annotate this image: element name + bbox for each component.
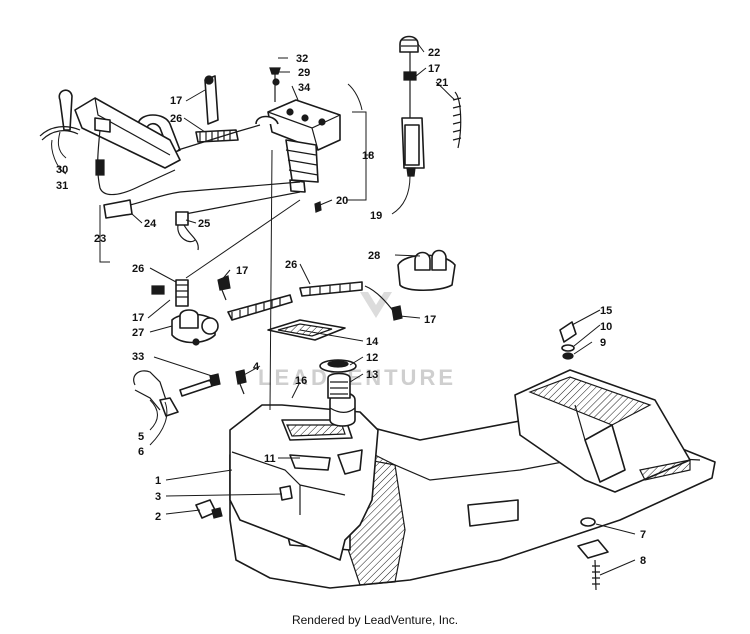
callout-17-right: 17 [424,314,436,326]
callout-17-left: 17 [132,312,144,324]
callout-32: 32 [296,53,308,65]
callout-11: 11 [264,453,276,465]
callout-29: 29 [298,67,310,79]
callout-2: 2 [155,511,161,523]
callout-7: 7 [640,529,646,541]
fuel-filter-group [399,35,462,177]
callout-5: 5 [138,431,144,443]
callout-9: 9 [600,337,606,349]
callout-17-top-right: 17 [428,63,440,75]
callout-10: 10 [600,321,612,333]
callout-3: 3 [155,491,161,503]
fuel-lines-lower [151,249,456,346]
fuel-tank [229,391,379,561]
callout-31: 31 [56,180,68,192]
callout-33: 33 [132,351,144,363]
callout-labels: 1 2 3 4 5 6 7 8 9 10 11 12 13 14 15 16 1… [56,47,646,567]
callout-17-mid: 17 [236,265,248,277]
callout-18: 18 [362,150,374,162]
callout-30: 30 [56,164,68,176]
callout-8: 8 [640,555,646,567]
callout-21: 21 [436,77,448,89]
callout-26-left: 26 [132,263,144,275]
callout-6: 6 [138,446,144,458]
callout-16: 16 [295,375,307,387]
fuel-lines-upper [39,75,301,251]
callout-23: 23 [94,233,106,245]
callout-19: 19 [370,210,382,222]
callout-15: 15 [600,305,612,317]
callout-1: 1 [155,475,161,487]
callout-25: 25 [198,218,210,230]
footer-credit: Rendered by LeadVenture, Inc. [292,613,458,627]
callout-28: 28 [368,250,380,262]
callout-34: 34 [298,82,311,94]
callout-14: 14 [366,336,379,348]
callout-26-top: 26 [170,113,182,125]
callout-26-mid: 26 [285,259,297,271]
small-hardware [133,67,609,591]
callout-24: 24 [144,218,157,230]
watermark: LEADVENTURE [258,292,456,390]
callout-17-top-left: 17 [170,95,182,107]
leader-lines [51,43,636,576]
callout-4: 4 [253,361,260,373]
callout-13: 13 [366,369,378,381]
watermark-text: LEADVENTURE [258,365,456,390]
callout-20: 20 [336,195,348,207]
fuel-pump-assembly [255,99,341,213]
callout-22: 22 [428,47,440,59]
callout-12: 12 [366,352,378,364]
callout-27: 27 [132,327,144,339]
